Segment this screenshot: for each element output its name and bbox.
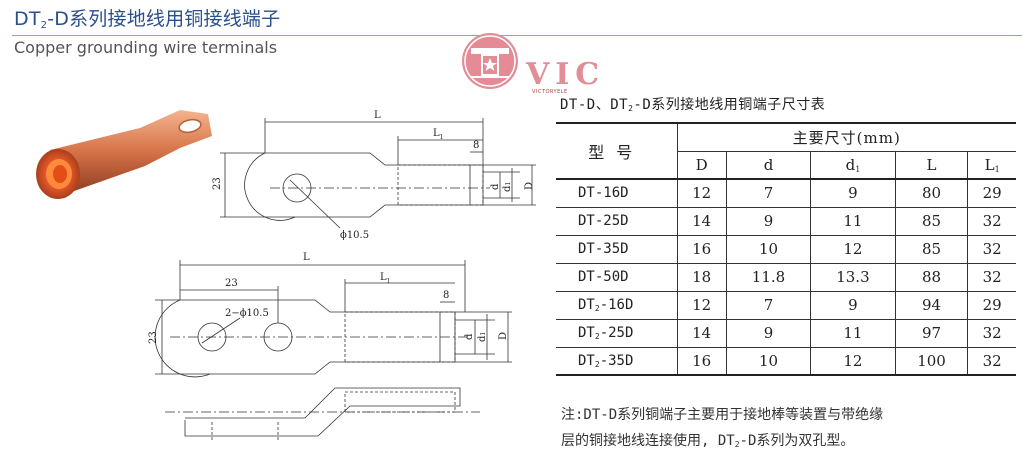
- dim-L1-top: L1: [433, 128, 443, 141]
- cell-d: 9: [725, 318, 812, 348]
- cell-L: 80: [894, 178, 969, 208]
- cell-d1: 12: [810, 346, 896, 376]
- cell-L1: 32: [967, 346, 1016, 376]
- dim-23-top: 23: [212, 177, 223, 190]
- model-header: 型号: [556, 122, 678, 180]
- dim-8-bottom: 8: [443, 290, 449, 301]
- logo-small-text: VICTORYELE: [532, 89, 568, 95]
- cell-L1: 32: [967, 206, 1016, 236]
- cell-L: 100: [894, 346, 969, 376]
- cell-L: 94: [894, 290, 969, 320]
- model-cell: DT-25D: [556, 206, 678, 236]
- page-subtitle: Copper grounding wire terminals: [14, 38, 278, 57]
- main-size-header: 主要尺寸(mm): [676, 122, 1016, 152]
- cell-L1: 32: [967, 234, 1016, 264]
- dim-D-bottom: D: [498, 332, 509, 340]
- vic-logo-icon: [462, 33, 518, 89]
- note-text: 注:DT-D系列铜端子主要用于接地棒等装置与带绝缘 层的铜接地线连接使用, DT…: [561, 402, 1021, 458]
- table-row: DT2-16D 12 7 9 94 29: [556, 290, 1016, 320]
- model-cell: DT2-35D: [556, 346, 678, 376]
- col-header-d: d: [725, 150, 812, 180]
- table-row: DT-16D 12 7 9 80 29: [556, 178, 1016, 208]
- dim-23-height-bottom: 23: [148, 331, 159, 344]
- cell-L: 97: [894, 318, 969, 348]
- cell-L1: 29: [967, 290, 1016, 320]
- dim-d-bottom: d: [464, 333, 475, 340]
- spec-table: 型号 主要尺寸(mm) D d d1 L L1 DT-16D 12 7 9 80…: [556, 122, 1016, 376]
- cell-D: 16: [676, 234, 727, 264]
- col-header-L1: L1: [967, 150, 1016, 180]
- cell-L: 85: [894, 234, 969, 264]
- model-cell: DT-16D: [556, 178, 678, 208]
- cell-L: 88: [894, 262, 969, 292]
- table-row: DT-50D 18 11.8 13.3 88 32: [556, 262, 1016, 292]
- note-line-2: 层的铜接地线连接使用, DT2-D系列为双孔型。: [561, 433, 855, 449]
- dim-hole-top: ϕ10.5: [340, 230, 369, 241]
- cell-D: 12: [676, 178, 727, 208]
- model-cell: DT-35D: [556, 234, 678, 264]
- cell-d: 10: [725, 346, 812, 376]
- logo-text: VIC: [526, 57, 606, 92]
- table-row: DT2-35D 16 10 12 100 32: [556, 346, 1016, 376]
- header-divider: [12, 35, 1022, 36]
- table-title: DT-D、DT2-D系列接地线用铜端子尺寸表: [560, 97, 826, 113]
- cell-d1: 11: [810, 318, 896, 348]
- dim-L-top: L: [374, 110, 381, 121]
- cell-d: 10: [725, 234, 812, 264]
- cell-d: 9: [725, 206, 812, 236]
- cell-d1: 13.3: [810, 262, 896, 292]
- cell-d: 7: [725, 290, 812, 320]
- table-row: DT-35D 16 10 12 85 32: [556, 234, 1016, 264]
- cell-L1: 32: [967, 262, 1016, 292]
- note-line-1: 注:DT-D系列铜端子主要用于接地棒等装置与带绝缘: [561, 407, 884, 423]
- dim-L1-bottom: L1: [380, 272, 390, 285]
- cell-d: 7: [725, 178, 812, 208]
- cell-d: 11.8: [725, 262, 812, 292]
- dim-d-top: d: [490, 183, 501, 190]
- cell-d1: 11: [810, 206, 896, 236]
- cell-d1: 9: [810, 178, 896, 208]
- col-header-L: L: [894, 150, 969, 180]
- cell-D: 18: [676, 262, 727, 292]
- dim-d1-bottom: d1: [477, 332, 488, 342]
- col-header-D: D: [677, 150, 727, 180]
- model-cell: DT2-16D: [556, 290, 678, 320]
- cell-D: 12: [676, 290, 727, 320]
- cell-L1: 32: [967, 318, 1016, 348]
- dim-D-top: D: [524, 182, 535, 190]
- dim-holes-bottom: 2−ϕ10.5: [225, 308, 269, 319]
- col-header-d1: d1: [810, 150, 896, 180]
- model-cell: DT2-25D: [556, 318, 678, 348]
- cell-d1: 9: [810, 290, 896, 320]
- dim-8-top: 8: [473, 140, 479, 151]
- technical-drawing: L L1 8 23 d d1 D ϕ10.5 L L1 8 23 2−ϕ10.5…: [148, 110, 536, 440]
- cell-D: 16: [676, 346, 727, 376]
- cell-D: 14: [676, 206, 727, 236]
- dim-d1-top: d1: [502, 182, 513, 192]
- model-cell: DT-50D: [556, 262, 678, 292]
- cell-D: 14: [676, 318, 727, 348]
- table-row: DT2-25D 14 9 11 97 32: [556, 318, 1016, 348]
- dim-23-width-bottom: 23: [225, 278, 238, 289]
- dim-L-bottom: L: [303, 252, 310, 263]
- table-row: DT-25D 14 9 11 85 32: [556, 206, 1016, 236]
- cell-L1: 29: [967, 178, 1016, 208]
- copper-terminal-photo: [36, 110, 212, 199]
- page-title: DT2-D系列接地线用铜接线端子: [14, 8, 281, 31]
- cell-d1: 12: [810, 234, 896, 264]
- cell-L: 85: [894, 206, 969, 236]
